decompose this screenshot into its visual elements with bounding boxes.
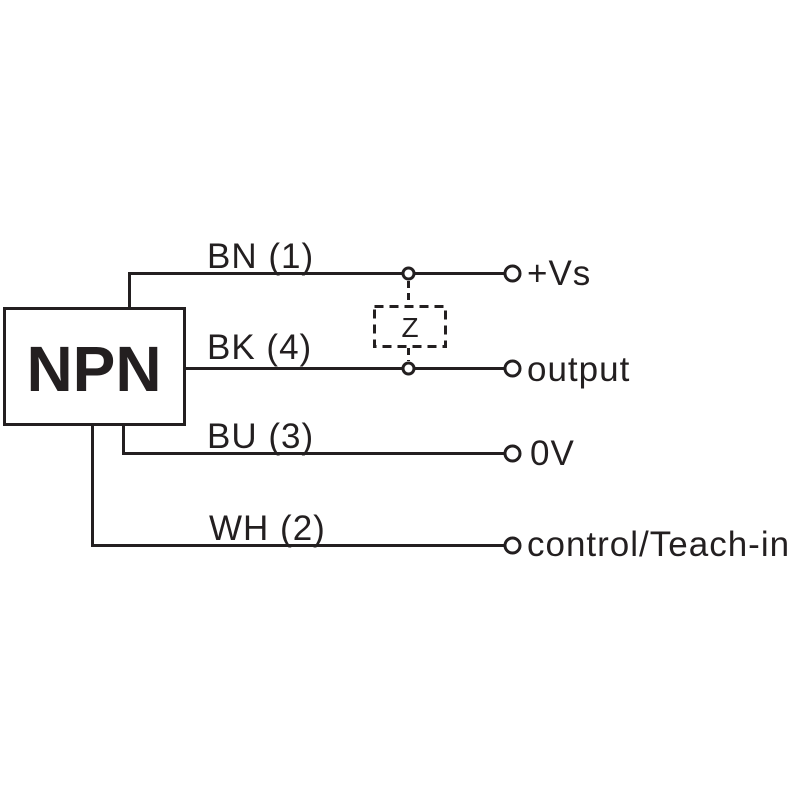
wire-label-bn: BN (1) [207,237,314,276]
wire-label-bk: BK (4) [207,328,312,367]
terminal-circle-0v [503,444,522,463]
device-box [3,307,186,426]
wire-label-wh: WH (2) [209,509,326,548]
terminal-label-0v: 0V [530,434,575,473]
terminal-circle-vs [503,264,522,283]
junction-node-bk [401,361,416,376]
wire-bn-brown [128,272,504,308]
terminal-label-vs: +Vs [527,254,591,293]
wire-label-bu: BU (3) [207,417,314,456]
terminal-label-control: control/Teach-in [527,525,790,564]
terminal-label-output: output [527,350,630,389]
load-label: Z [401,312,418,343]
device-label: NPN [26,333,161,405]
wire-wh-white [91,425,504,547]
wire-bu-blue [122,425,504,455]
terminal-circle-control [503,536,522,555]
terminal-circle-output [503,359,522,378]
junction-node-bn [401,266,416,281]
load-impedance-box [373,305,447,348]
